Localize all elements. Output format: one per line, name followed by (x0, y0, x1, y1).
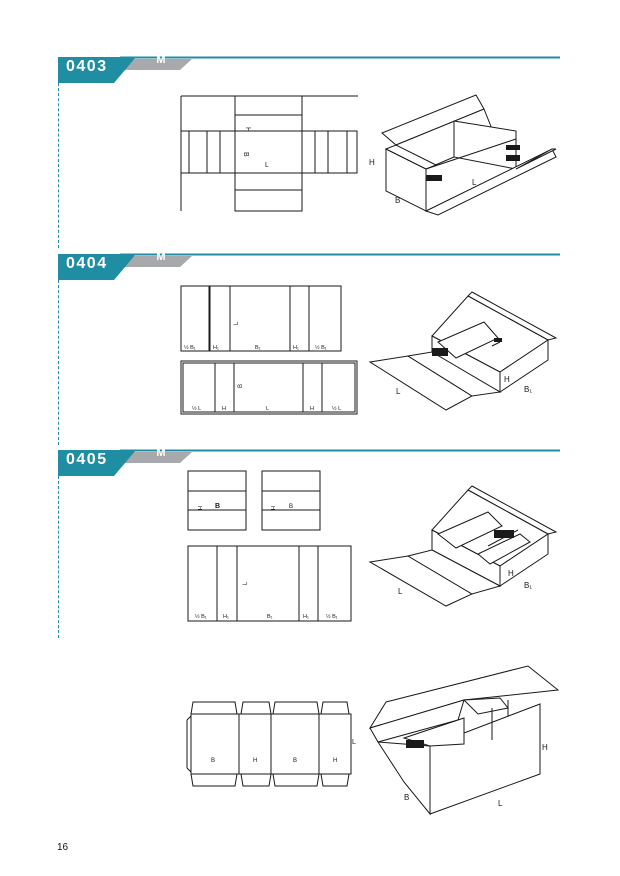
header-bar-shape (58, 449, 560, 476)
section-header: 0403 M (58, 54, 560, 83)
flat-label-4: H (333, 758, 337, 764)
box-label-h: H (504, 375, 510, 384)
insert-left-h: H (198, 506, 204, 510)
section-divider (58, 476, 59, 638)
box-label-l: L (396, 387, 401, 396)
grade-badge: M (156, 54, 166, 66)
box-label-h: H (369, 158, 375, 167)
flat-top-label-1: ½ B₁ (184, 344, 196, 351)
header-bar-shape (58, 253, 560, 280)
flat-label-2: H (253, 758, 257, 764)
flat-blank-drawing: B H B H L (185, 698, 363, 788)
flat-top-label-2: H₁ (213, 345, 219, 351)
box-3d-drawing: H B₁ L (368, 484, 564, 608)
flat-label-l: L (265, 162, 269, 169)
box-label-b: B (395, 196, 400, 205)
insert-left-b: B (215, 503, 220, 510)
section-header: 0405 M (58, 447, 560, 476)
box-label-b: B (404, 793, 409, 802)
flat-label-1: ½ B₁ (195, 613, 207, 620)
flat-label-1: B (211, 758, 215, 764)
flat-top-label-5: ½ B₁ (315, 344, 327, 351)
model-code: 0404 (66, 255, 108, 272)
header-bar-shape (58, 56, 560, 83)
flat-bottom-label-5: ½ L (332, 405, 341, 412)
flat-blank-drawing: ½ B₁ H₁ B₁ H₁ ½ B₁ L (187, 545, 353, 623)
flat-blank-top-drawing: ½ B₁ H₁ B₁ H₁ ½ B₁ L (180, 285, 342, 353)
flat-label-b: B (242, 152, 249, 157)
box-label-l: L (398, 587, 403, 596)
flat-bottom-label-1: ½ L (192, 405, 201, 412)
box-label-l: L (472, 178, 477, 187)
flat-bottom-label-2: H (222, 406, 226, 412)
box-label-h: H (508, 569, 514, 578)
model-code: 0405 (66, 451, 108, 468)
flat-top-label-3: B₁ (255, 345, 261, 351)
insert-right-drawing: H B (261, 470, 323, 532)
flat-blank-bottom-drawing: ½ L H L H ½ L B (180, 360, 360, 416)
flat-label-3: B₁ (267, 614, 273, 620)
box-3d-drawing: H B L (368, 664, 562, 820)
insert-left-drawing: H B (187, 470, 249, 532)
flat-side-label: L (352, 739, 356, 746)
section-header: 0404 M (58, 251, 560, 280)
flat-center-label: L (243, 581, 249, 585)
flat-label-2: H₁ (223, 614, 229, 620)
box-3d-drawing: H B₁ L (368, 290, 564, 414)
box-label-h: H (542, 743, 548, 752)
flat-top-center-label: L (234, 321, 240, 325)
flat-label-5: ½ B₁ (326, 613, 338, 620)
box-label-b: B₁ (524, 581, 532, 590)
section-divider (58, 280, 59, 445)
section-0404: 0404 M ½ B₁ H₁ B₁ H₁ ½ B₁ L ½ L (0, 251, 620, 447)
section-unlabeled: B H B H L H B L (0, 660, 620, 840)
section-0405: 0405 M H B H B ½ B₁ H₁ (0, 447, 620, 643)
flat-label-3: B (293, 758, 297, 764)
flat-top-label-4: H₁ (293, 345, 299, 351)
box-label-b: B₁ (524, 385, 532, 394)
grade-badge: M (156, 251, 166, 263)
section-divider (58, 83, 59, 248)
flat-bottom-label-3: L (266, 406, 269, 412)
section-0403: 0403 M H B L (0, 54, 620, 250)
flat-bottom-center-label: B (238, 384, 244, 388)
grade-badge: M (156, 447, 166, 459)
model-code: 0403 (66, 58, 108, 75)
flat-label-h: H (244, 127, 251, 132)
insert-right-b: B (289, 504, 293, 510)
box-3d-drawing: H B L (366, 93, 562, 219)
insert-right-h: H (271, 506, 277, 510)
flat-blank-drawing: H B L (180, 93, 360, 215)
box-label-l: L (498, 799, 503, 808)
flat-label-4: H₁ (303, 614, 309, 620)
flat-bottom-label-4: H (310, 406, 314, 412)
page-number: 16 (57, 842, 69, 853)
